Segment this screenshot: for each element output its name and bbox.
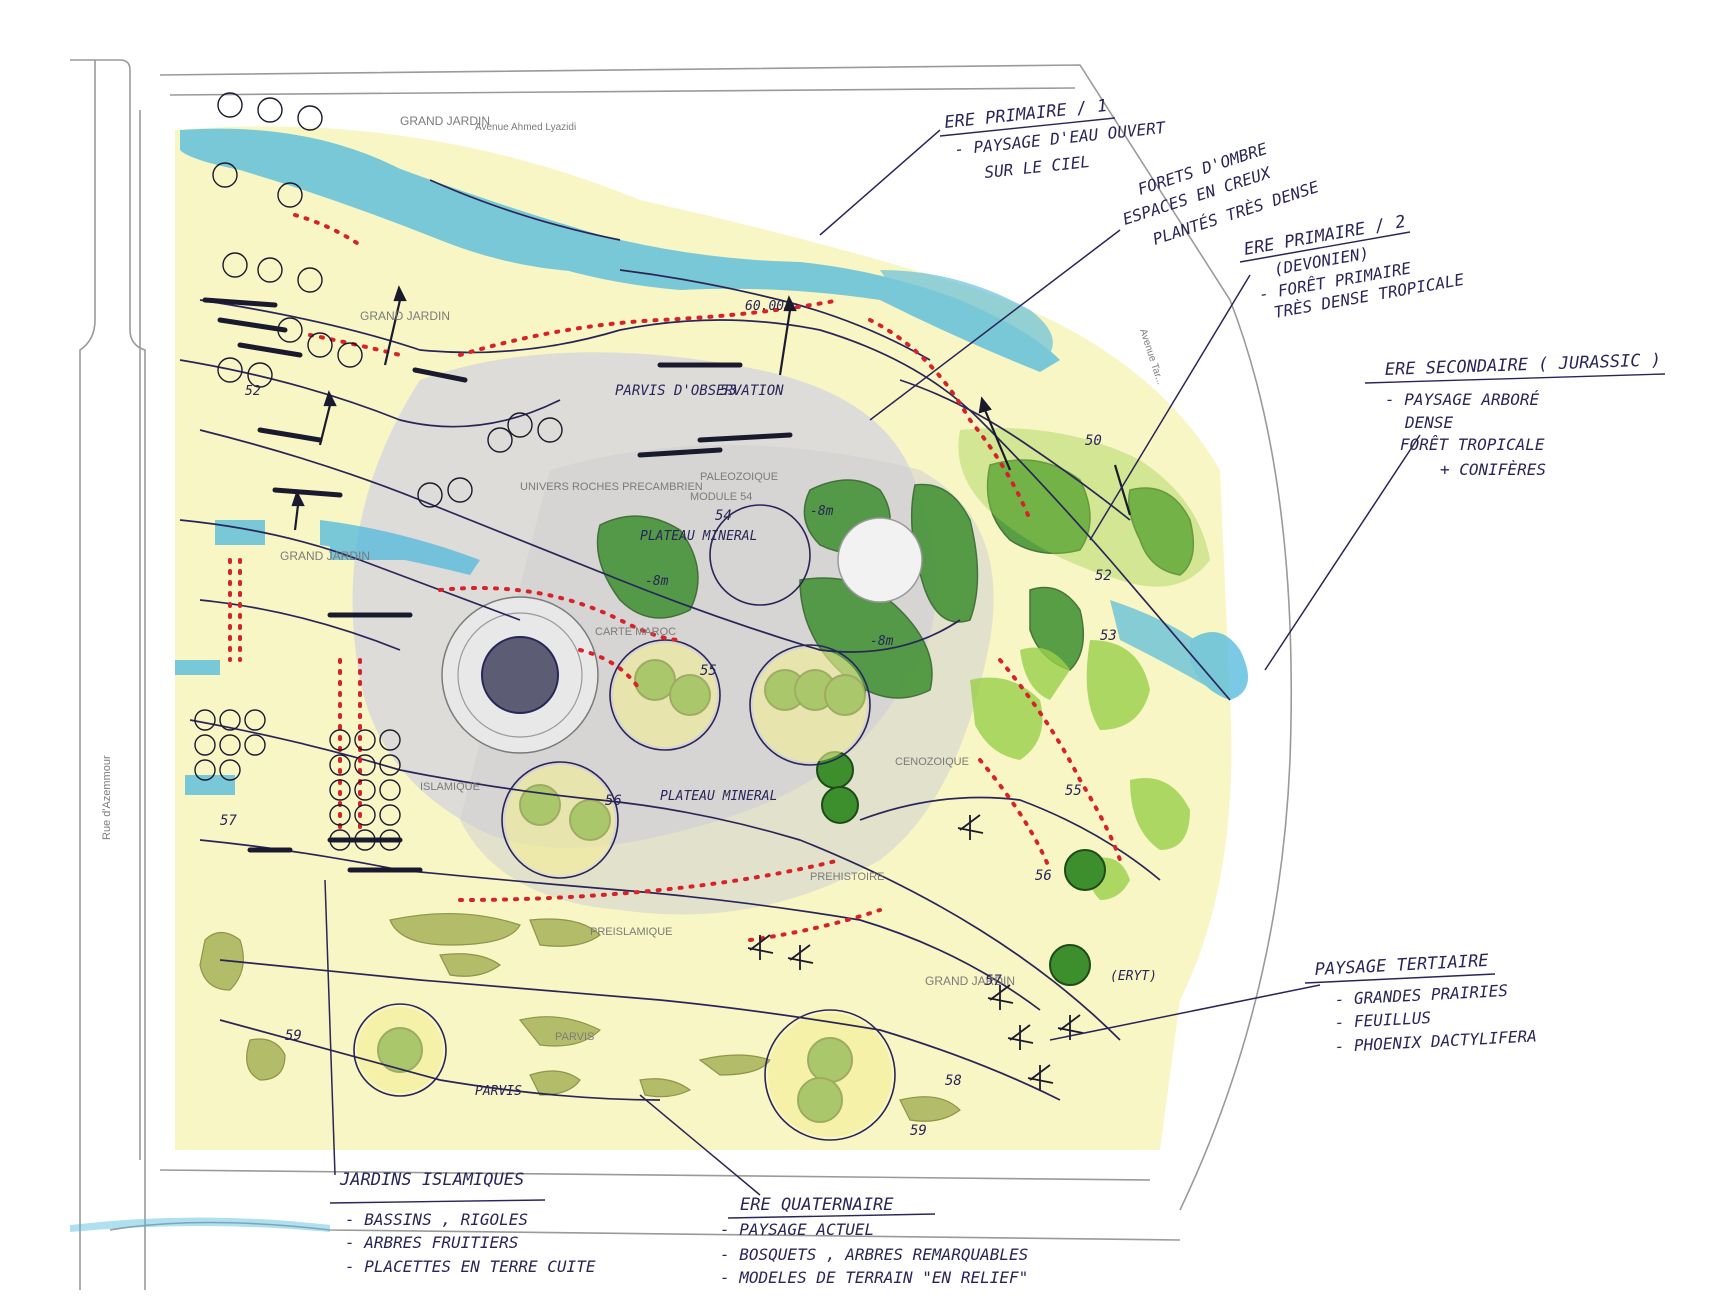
level-54: 54 bbox=[715, 508, 732, 524]
zone-parvis-observation: PARVIS D'OBSERVATION bbox=[615, 383, 784, 399]
leader-lines bbox=[324, 129, 1421, 1196]
palm-symbols bbox=[747, 814, 1084, 1090]
ere-quaternaire-line-3: - MODELES DE TERRAIN "EN RELIEF" bbox=[720, 1268, 1028, 1287]
light-green-masses bbox=[958, 428, 1210, 900]
tree-group-rings bbox=[353, 504, 896, 1141]
zone-univers-roches: UNIVERS ROCHES PRECAMBRIEN bbox=[520, 481, 703, 493]
annotation-ere-quaternaire: ERE QUATERNAIRE - PAYSAGE ACTUEL - BOSQU… bbox=[720, 1195, 1028, 1287]
level-minus8-a: -8m bbox=[810, 504, 834, 519]
level-minus8-c: -8m bbox=[870, 634, 894, 649]
level-53-b: 53 bbox=[1100, 628, 1117, 644]
annotation-paysage-tertiaire: PAYSAGE TERTIAIRE - GRANDES PRAIRIES - F… bbox=[1304, 951, 1537, 1056]
ere-quaternaire-title: ERE QUATERNAIRE bbox=[740, 1195, 894, 1215]
street-outlines bbox=[70, 59, 1293, 1290]
level-55-a: 55 bbox=[700, 663, 717, 679]
ere-secondaire-line-4: + CONIFÈRES bbox=[1440, 460, 1546, 479]
zone-carte-maroc: CARTE MAROC bbox=[595, 626, 676, 638]
ere-secondaire-line-3: FORÊT TROPICALE bbox=[1400, 435, 1545, 454]
handwritten-plan-labels: PARVIS D'OBSERVATION PLATEAU MINERAL PLA… bbox=[220, 299, 1157, 1139]
level-58: 58 bbox=[945, 1073, 962, 1089]
level-56-a: 56 bbox=[605, 793, 622, 809]
zone-plateau-mineral-mid: PLATEAU MINERAL bbox=[660, 789, 777, 804]
paysage-tertiaire-line-3: - PHOENIX DACTYLIFERA bbox=[1334, 1026, 1537, 1056]
grand-jardin-label-2: GRAND JARDIN bbox=[360, 309, 450, 323]
small-tree-symbols bbox=[194, 92, 563, 851]
level-52-left: 52 bbox=[245, 384, 261, 399]
jardins-islamiques-line-3: - PLACETTES EN TERRE CUITE bbox=[345, 1257, 596, 1276]
zone-module-54: MODULE 54 bbox=[690, 491, 752, 503]
annotation-ere-primaire-1: ERE PRIMAIRE / 1 - PAYSAGE D'EAU OUVERT … bbox=[939, 96, 1168, 182]
level-59-b: 59 bbox=[910, 1123, 927, 1139]
arrows bbox=[291, 285, 1132, 531]
level-52: 52 bbox=[1095, 568, 1112, 584]
level-50: 50 bbox=[1085, 433, 1102, 449]
ere-secondaire-line-2: DENSE bbox=[1404, 413, 1454, 432]
level-53-a: 53 bbox=[720, 383, 737, 399]
paysage-tertiaire-line-2: - FEUILLUS bbox=[1334, 1008, 1431, 1032]
forest-masses bbox=[596, 459, 1195, 699]
level-59-a: 59 bbox=[285, 1028, 302, 1044]
zone-plateau-mineral-top: PLATEAU MINERAL bbox=[640, 529, 757, 544]
level-57-b: 57 bbox=[220, 813, 237, 829]
contour-lines bbox=[179, 179, 1231, 1101]
jardins-islamiques-line-2: - ARBRES FRUITIERS bbox=[345, 1233, 518, 1252]
jardins-islamiques-title: JARDINS ISLAMIQUES bbox=[339, 1170, 524, 1190]
grand-jardin-label-3: GRAND JARDIN bbox=[280, 549, 370, 563]
grand-jardin-label-4: GRAND JARDIN bbox=[925, 974, 1015, 988]
zone-preislamique: PREISLAMIQUE bbox=[590, 926, 673, 938]
carte-maroc-disc bbox=[441, 596, 599, 754]
zone-parvis-2: PARVIS bbox=[555, 1031, 594, 1043]
ere-secondaire-line-1: - PAYSAGE ARBORÉ bbox=[1385, 390, 1539, 409]
paysage-tertiaire-line-1: - GRANDES PRAIRIES bbox=[1334, 981, 1508, 1009]
zone-prehistoire: PREHISTOIRE bbox=[810, 871, 884, 883]
ere-primaire-1-line-2: SUR LE CIEL bbox=[983, 152, 1090, 182]
level-56-b: 56 bbox=[1035, 868, 1052, 884]
yellow-halo-rings bbox=[357, 643, 892, 1137]
annotation-ere-secondaire: ERE SECONDAIRE ( JURASSIC ) - PAYSAGE AR… bbox=[1364, 350, 1666, 479]
grand-jardin-label-1: GRAND JARDIN bbox=[400, 114, 490, 128]
zone-eryt: (ERYT) bbox=[1110, 969, 1157, 984]
level-minus8-b: -8m bbox=[645, 574, 669, 589]
jardins-islamiques-line-1: - BASSINS , RIGOLES bbox=[345, 1210, 528, 1229]
street-left-label: Rue d'Azemmour bbox=[101, 755, 113, 840]
annotation-ere-primaire-2: ERE PRIMAIRE / 2 (DEVONIEN) - FORÊT PRIM… bbox=[1239, 212, 1466, 322]
zone-islamique: ISLAMIQUE bbox=[420, 781, 480, 793]
level-60: 60.00 bbox=[745, 299, 784, 314]
printed-labels: Avenue Ahmed Lyazidi Rue d'Azemmour Aven… bbox=[101, 114, 1166, 988]
annotation-jardins-islamiques: JARDINS ISLAMIQUES - BASSINS , RIGOLES -… bbox=[329, 1170, 596, 1276]
ere-quaternaire-line-2: - BOSQUETS , ARBRES REMARQUABLES bbox=[720, 1245, 1028, 1264]
zone-paleozoique: PALEOZOIQUE bbox=[700, 471, 778, 483]
ere-quaternaire-line-1: - PAYSAGE ACTUEL bbox=[720, 1220, 874, 1239]
level-55-b: 55 bbox=[1065, 783, 1082, 799]
street-top-label: Avenue Ahmed Lyazidi bbox=[475, 122, 576, 133]
street-right-label: Avenue Tar... bbox=[1137, 328, 1165, 387]
level-57-a: 57 bbox=[985, 973, 1002, 989]
zone-cenozoique: CENOZOIQUE bbox=[895, 756, 969, 768]
prairie-patches bbox=[199, 912, 961, 1122]
black-dash-marks bbox=[202, 297, 793, 873]
module-circle bbox=[837, 517, 923, 603]
zone-parvis-1: PARVIS bbox=[475, 1084, 522, 1099]
